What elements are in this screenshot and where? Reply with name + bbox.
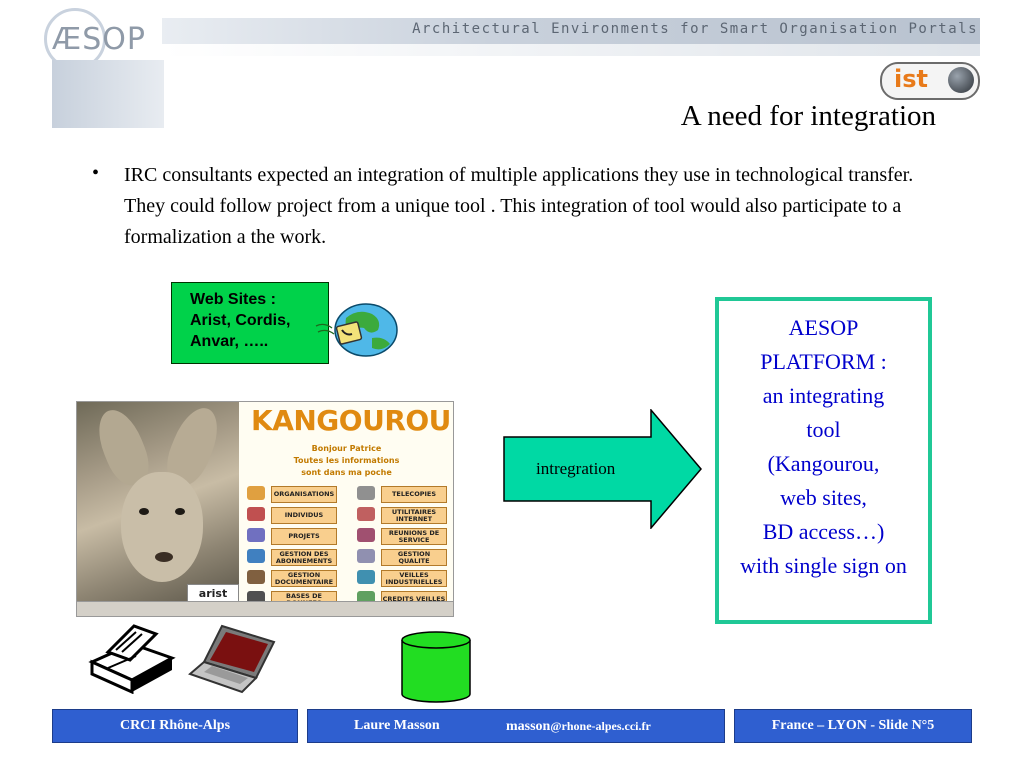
footer-email-domain: @rhone-alpes.cci.fr xyxy=(550,719,651,733)
kangourou-line3: sont dans ma poche xyxy=(301,468,392,477)
header-banner xyxy=(162,18,980,44)
aesop-platform-box: AESOP PLATFORM : an integrating tool (Ka… xyxy=(715,297,932,624)
menu-button[interactable]: GESTION QUALITE xyxy=(381,549,447,566)
database-icon xyxy=(401,631,471,703)
menu-button[interactable]: ORGANISATIONS xyxy=(271,486,337,503)
arrow-label: intregration xyxy=(536,459,616,478)
projets-icon xyxy=(247,528,265,542)
kangourou-title: KANGOUROU xyxy=(251,404,451,437)
web-sites-box: Web Sites : Arist, Cordis, Anvar, ….. xyxy=(171,282,329,364)
menu-button[interactable]: UTILITAIRES INTERNET xyxy=(381,507,447,524)
printer-icon xyxy=(88,624,176,694)
bullet-text: IRC consultants expected an integration … xyxy=(124,164,914,248)
footer-slide-number: France – LYON - Slide N°5 xyxy=(734,709,972,743)
organisations-icon xyxy=(247,486,265,500)
banner-title: Architectural Environments for Smart Org… xyxy=(412,21,978,37)
header-left-bar xyxy=(52,60,164,128)
kangourou-greeting: Bonjour Patrice xyxy=(311,444,382,453)
kangourou-status-bar xyxy=(77,601,453,616)
qualite-icon xyxy=(357,549,375,563)
header-subline xyxy=(162,44,980,56)
footer-organisation: CRCI Rhône-Alps xyxy=(52,709,298,743)
kangourou-screenshot: arist KANGOUROU Bonjour Patrice Toutes l… xyxy=(76,401,454,617)
abonnements-icon xyxy=(247,549,265,563)
ist-globe-icon xyxy=(948,67,974,93)
reunions-icon xyxy=(357,528,375,542)
laptop-icon xyxy=(188,624,276,694)
ist-logo: ist xyxy=(880,62,980,100)
bullet-marker: • xyxy=(92,162,100,184)
ist-logo-text: ist xyxy=(894,65,928,93)
menu-button[interactable]: TELECOPIES xyxy=(381,486,447,503)
veilles-icon xyxy=(357,570,375,584)
individus-icon xyxy=(247,507,265,521)
menu-button[interactable]: GESTION DES ABONNEMENTS xyxy=(271,549,337,566)
menu-button[interactable]: PROJETS xyxy=(271,528,337,545)
menu-button[interactable]: INDIVIDUS xyxy=(271,507,337,524)
platform-text: AESOP PLATFORM : an integrating tool (Ka… xyxy=(740,315,907,578)
footer-email-user: masson xyxy=(506,719,551,734)
menu-button[interactable]: VEILLES INDUSTRIELLES xyxy=(381,570,447,587)
slide-title: A need for integration xyxy=(680,100,936,132)
internet-icon xyxy=(357,507,375,521)
menu-button[interactable]: REUNIONS DE SERVICE xyxy=(381,528,447,545)
web-sites-text: Web Sites : Arist, Cordis, Anvar, ….. xyxy=(190,291,291,350)
kangourou-line2: Toutes les informations xyxy=(293,456,400,465)
globe-icon xyxy=(312,300,402,360)
kangourou-menu: KANGOUROU Bonjour Patrice Toutes les inf… xyxy=(239,402,453,608)
integration-arrow xyxy=(503,409,702,529)
kangaroo-photo: arist xyxy=(77,402,239,604)
footer-author: Laure Masson masson@rhone-alpes.cci.fr xyxy=(307,709,725,743)
menu-button[interactable]: GESTION DOCUMENTAIRE xyxy=(271,570,337,587)
documentaire-icon xyxy=(247,570,265,584)
aesop-logo: ÆSOP xyxy=(52,22,146,57)
footer-author-name: Laure Masson xyxy=(354,718,440,733)
telecopies-icon xyxy=(357,486,375,500)
footer-email: masson@rhone-alpes.cci.fr xyxy=(506,710,651,743)
